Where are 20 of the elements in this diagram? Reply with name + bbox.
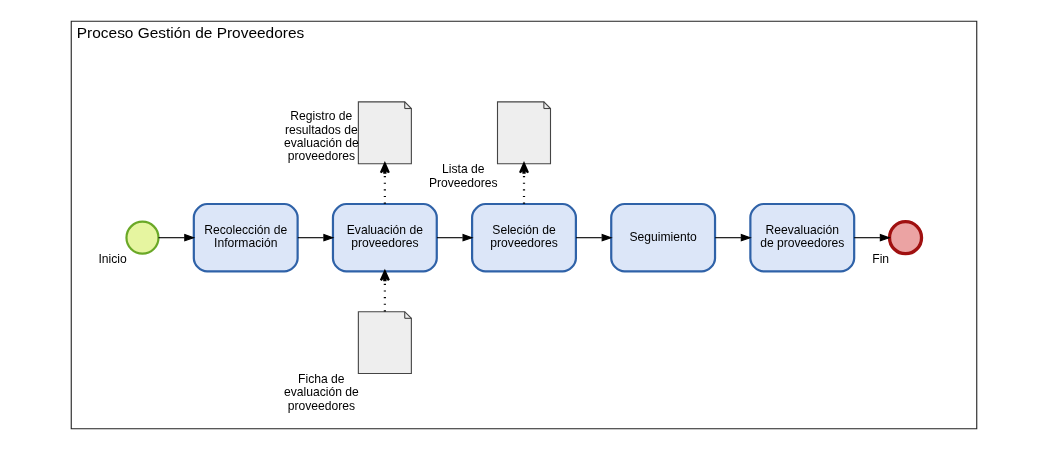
arrow [518,162,529,204]
arrow [575,233,613,242]
node-label: Fin [871,252,889,267]
node-box: Recolección de Información [192,202,299,273]
node-label: Ficha de evaluación de proveedores [283,372,359,413]
node-label: Lista de Proveedores [428,162,498,190]
node-box: Reevaluación de proveedores [748,202,855,273]
arrow [853,233,891,242]
arrow [379,162,390,204]
arrow [379,270,390,312]
arrow [157,233,195,242]
node-label: Inicio [98,252,127,267]
arrow [435,233,474,242]
arrow [714,233,752,242]
arrow [296,233,334,242]
node-box: Seleción de proveedores [470,202,577,273]
node-box: Evaluación de proveedores [331,202,438,273]
node-circle [124,220,160,255]
node-box: Seguimiento [609,202,716,273]
node-circle [887,220,923,256]
